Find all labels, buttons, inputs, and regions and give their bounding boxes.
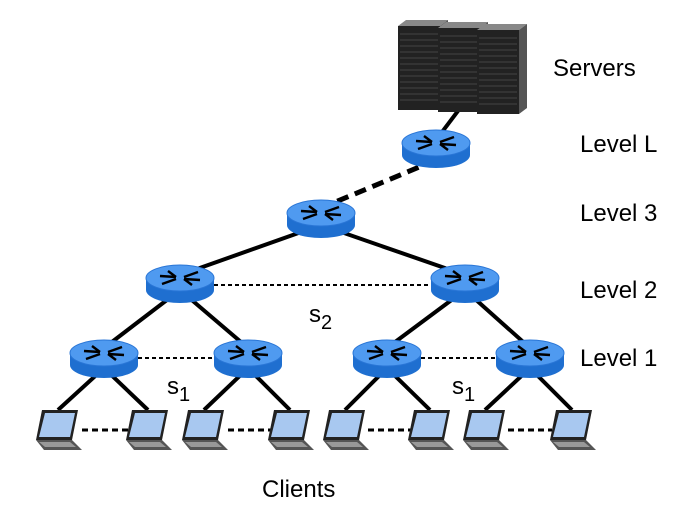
- router-level-l-icon: [400, 128, 472, 170]
- s2-base: s: [309, 301, 321, 328]
- label-level-3: Level 3: [580, 200, 657, 227]
- router-level-1-icon: [494, 338, 566, 380]
- label-level-2: Level 2: [580, 277, 657, 304]
- router-level-2-right-icon: [429, 263, 501, 305]
- s2-sub: 2: [321, 312, 332, 334]
- label-level-l: Level L: [580, 131, 657, 158]
- servers-icon: [397, 19, 528, 115]
- laptop-icon: [463, 410, 509, 450]
- laptop-icon: [268, 410, 314, 450]
- laptop-icon: [126, 410, 172, 450]
- level-l-dashed-link: [320, 157, 437, 211]
- router-level-3-icon: [285, 198, 357, 240]
- laptop-icon: [323, 410, 369, 450]
- s1-sub: 1: [179, 384, 190, 406]
- label-servers: Servers: [553, 55, 636, 82]
- router-level-2-left-icon: [144, 263, 216, 305]
- laptop-icon: [36, 410, 82, 450]
- laptop-icon: [408, 410, 454, 450]
- label-s1-right: s1: [452, 373, 475, 406]
- label-s2: s2: [309, 301, 332, 334]
- laptop-icon: [550, 410, 596, 450]
- label-s1-left: s1: [167, 373, 190, 406]
- s1-sub: 1: [464, 384, 475, 406]
- router-level-1-icon: [68, 338, 140, 380]
- router-level-1-icon: [351, 338, 423, 380]
- router-level-1-icon: [212, 338, 284, 380]
- s1-base: s: [452, 373, 464, 400]
- label-level-1: Level 1: [580, 345, 657, 372]
- laptop-icon: [182, 410, 228, 450]
- label-clients: Clients: [262, 476, 335, 503]
- s1-base: s: [167, 373, 179, 400]
- peer-links: [138, 284, 496, 359]
